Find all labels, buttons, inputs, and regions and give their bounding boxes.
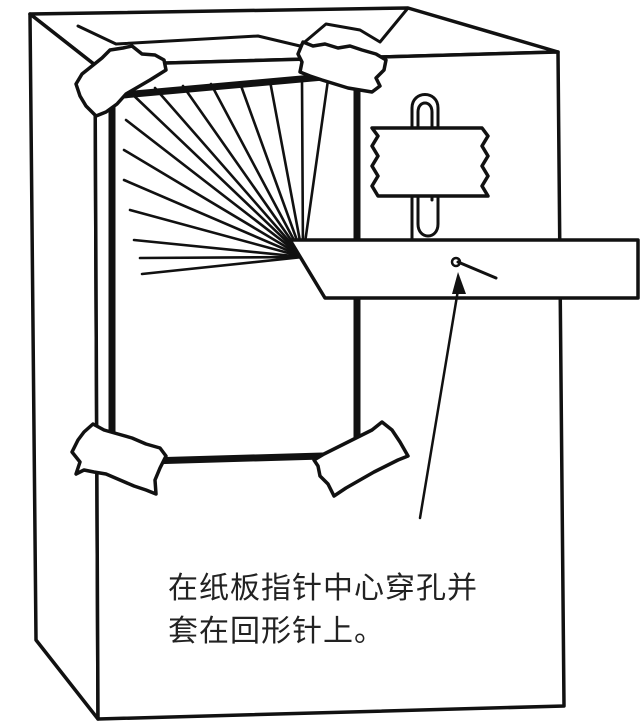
box-flap-seam — [76, 6, 410, 48]
tape-top-left — [74, 44, 168, 118]
cardboard-pointer — [288, 238, 640, 300]
caption-line-2: 套在回形针上。 — [168, 614, 385, 649]
tape-pieces — [70, 40, 410, 498]
tape-top-right — [296, 40, 388, 94]
caption-line-1: 在纸板指针中心穿孔并 — [168, 571, 478, 606]
callout-arrowhead — [452, 272, 466, 294]
callout-line — [418, 288, 460, 520]
pointer-needle — [456, 260, 498, 280]
tape-bottom-left — [70, 422, 168, 496]
paper-label — [370, 126, 490, 198]
sun-rays — [122, 78, 330, 276]
tape-bottom-right — [312, 420, 410, 498]
paperclip — [410, 93, 440, 242]
box-left-side — [28, 12, 100, 721]
